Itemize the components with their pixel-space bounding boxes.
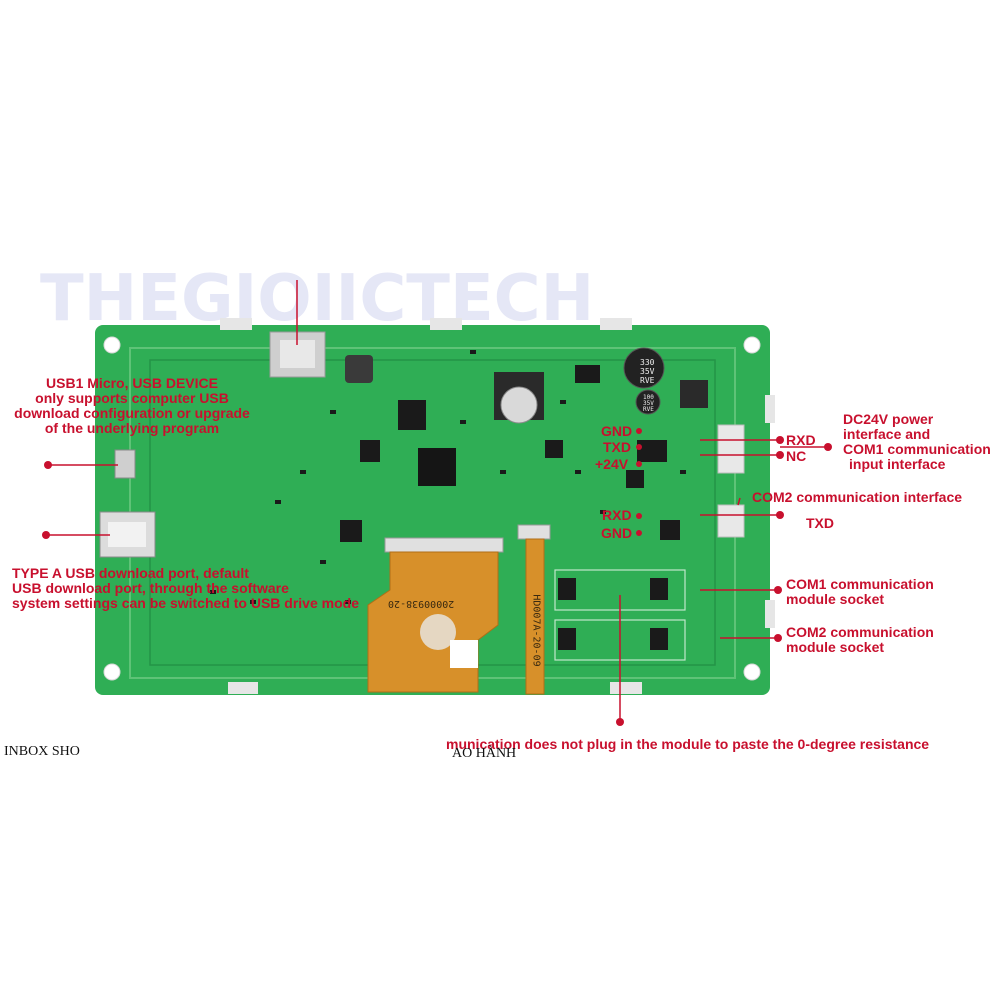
type-a-annotation: TYPE A USB download port, default USB do… bbox=[12, 565, 359, 611]
com1-socket-annotation: COM1 communication module socket bbox=[786, 576, 934, 607]
pin-label-txd: TXD bbox=[603, 439, 631, 455]
com1-power-connector bbox=[717, 424, 745, 474]
ic-chip bbox=[637, 440, 667, 462]
ic-chip bbox=[360, 440, 380, 462]
ic-chip bbox=[398, 400, 426, 430]
pcb-board bbox=[95, 325, 770, 695]
touch-flex-cable bbox=[525, 538, 545, 695]
ic-chip bbox=[626, 470, 644, 488]
lcd-connector bbox=[384, 537, 504, 553]
inductor bbox=[345, 355, 373, 383]
dc24v-annotation: DC24V power interface and COM1 communica… bbox=[843, 411, 991, 472]
mount-hole bbox=[743, 663, 761, 681]
ic-chip bbox=[575, 365, 600, 383]
usb-micro-port bbox=[114, 449, 136, 479]
edge-tab bbox=[610, 682, 642, 694]
edge-tab bbox=[765, 600, 775, 628]
footer-right-text: AO HÀNH bbox=[452, 746, 517, 761]
touch-connector bbox=[517, 524, 551, 540]
ic-chip bbox=[680, 380, 708, 408]
ic-chip bbox=[545, 440, 563, 458]
watermark-logo: THEGIOIICTECH bbox=[40, 262, 595, 336]
edge-tab bbox=[430, 318, 462, 330]
com2-connector bbox=[717, 504, 745, 538]
usb-micro-annotation: USB1 Micro, USB DEVICE only supports com… bbox=[14, 375, 250, 436]
pin-label-gnd: GND bbox=[601, 423, 633, 439]
pin-label-nc: NC bbox=[786, 448, 807, 464]
pin-label-txd-com2: TXD bbox=[806, 515, 834, 531]
footer-left-text: INBOX SHO bbox=[4, 744, 80, 759]
mount-hole bbox=[103, 336, 121, 354]
capacitor-small bbox=[635, 389, 661, 415]
edge-tab bbox=[228, 682, 258, 694]
mount-hole bbox=[103, 663, 121, 681]
bottom-resistance-note: munication does not plug in the module t… bbox=[446, 736, 930, 752]
ic-chip bbox=[340, 520, 362, 542]
pin-label-24v: +24V bbox=[595, 456, 629, 472]
pin-label-rxd-com2: RXD bbox=[602, 507, 632, 523]
edge-tab bbox=[600, 318, 632, 330]
mount-hole bbox=[743, 336, 761, 354]
main-processor-chip bbox=[418, 448, 456, 486]
ic-chip bbox=[660, 520, 680, 540]
com2-socket-annotation: COM2 communication module socket bbox=[786, 624, 934, 655]
pin-label-gnd-com2: GND bbox=[601, 525, 633, 541]
flex-cable-code-2: HD007A-20-09 bbox=[530, 594, 542, 667]
edge-tab bbox=[220, 318, 252, 330]
flex-cable-code: 20000938-20 bbox=[388, 598, 455, 609]
com2-interface-annotation: COM2 communication interface bbox=[752, 489, 963, 505]
edge-tab bbox=[765, 395, 775, 423]
pin-label-rxd-right: RXD bbox=[786, 432, 816, 448]
coin-battery bbox=[500, 386, 538, 424]
capacitor-large bbox=[623, 347, 665, 389]
